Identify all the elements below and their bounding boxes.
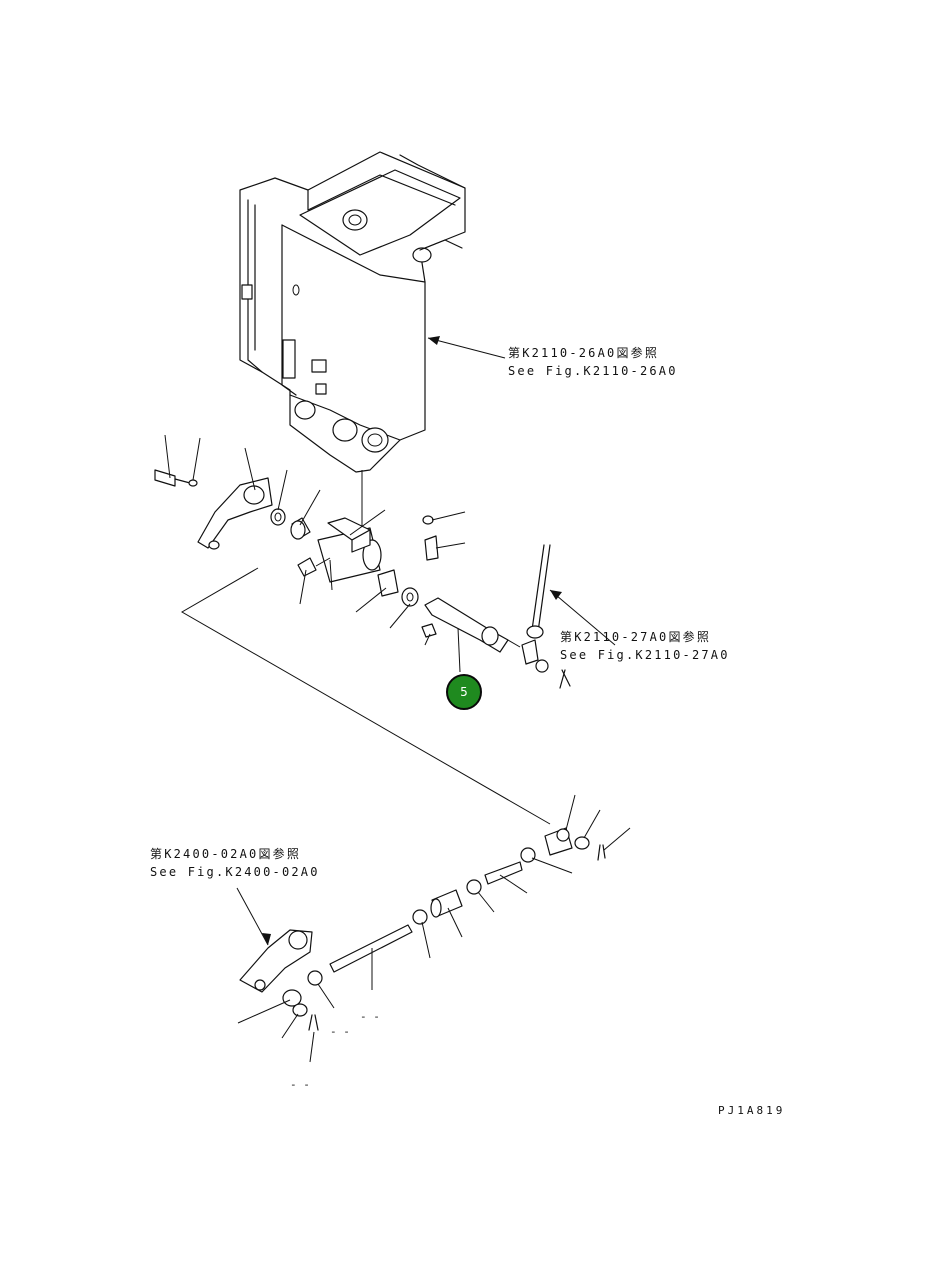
drawing-code: PJ1A819 — [718, 1104, 786, 1117]
leader-lines-lower — [236, 794, 631, 1063]
shaft-assembly — [154, 469, 571, 689]
lower-linkage — [239, 827, 606, 1031]
label-fragment: - - — [290, 1078, 310, 1091]
reference-note-fig-k2110-26a0: 第K2110-26A0図参照 See Fig.K2110-26A0 — [508, 344, 678, 380]
leader-lines-mid — [164, 434, 616, 673]
reference-en: See Fig.K2110-26A0 — [508, 364, 678, 378]
reference-en: See Fig.K2400-02A0 — [150, 865, 320, 879]
label-fragment: - - — [360, 1010, 380, 1023]
reference-note-fig-k2400-02a0: 第K2400-02A0図参照 See Fig.K2400-02A0 — [150, 845, 320, 881]
control-console-housing — [239, 151, 466, 542]
label-fragment: - - — [330, 1025, 350, 1038]
reference-jp: 第K2110-26A0図参照 — [508, 346, 660, 360]
reference-note-fig-k2110-27a0: 第K2110-27A0図参照 See Fig.K2110-27A0 — [560, 628, 730, 664]
reference-jp: 第K2400-02A0図参照 — [150, 847, 302, 861]
reference-jp: 第K2110-27A0図参照 — [560, 630, 712, 644]
reference-en: See Fig.K2110-27A0 — [560, 648, 730, 662]
part-callout-badge[interactable]: 5 — [446, 674, 482, 710]
